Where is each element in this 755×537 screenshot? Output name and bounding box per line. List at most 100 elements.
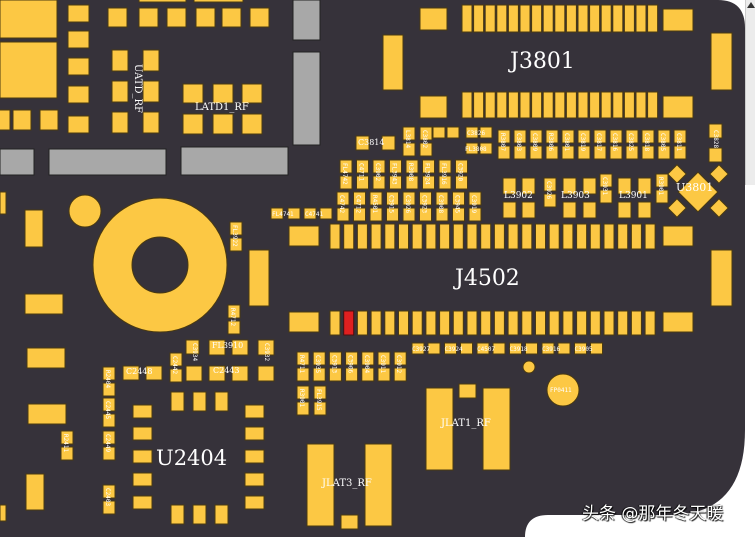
cap-pad[interactable] [402, 142, 416, 157]
pad[interactable] [221, 7, 242, 28]
pad[interactable] [67, 85, 90, 104]
j4502-pin[interactable] [466, 223, 478, 250]
cap-pad[interactable] [60, 430, 74, 445]
j3801-pin[interactable] [519, 91, 531, 119]
keepout[interactable] [48, 148, 167, 176]
pad[interactable] [708, 123, 723, 139]
j4502-pin[interactable] [398, 223, 409, 250]
cap-pad[interactable] [545, 129, 559, 144]
u2404-pad[interactable] [244, 449, 265, 464]
cap-pad[interactable] [577, 145, 591, 160]
pad[interactable] [509, 342, 522, 355]
inductor-pad[interactable] [617, 177, 632, 195]
cap-pad[interactable] [372, 175, 386, 190]
scroll-up-arrow-icon[interactable] [747, 2, 755, 8]
j3801-pin[interactable] [565, 4, 577, 33]
cap-pad[interactable] [389, 175, 402, 190]
pad[interactable] [195, 7, 216, 28]
cap-pad[interactable] [529, 129, 543, 144]
j3801-pin[interactable] [623, 4, 635, 33]
j4502-pin[interactable] [356, 310, 368, 336]
cap-pad[interactable] [497, 145, 511, 160]
j4502-pin[interactable] [384, 223, 396, 250]
j3801-pin[interactable] [484, 4, 496, 33]
u3801-pad[interactable] [667, 164, 687, 184]
cap-pad[interactable] [361, 367, 375, 382]
u3801-pad[interactable] [709, 164, 729, 184]
cap-pad[interactable] [479, 142, 493, 155]
pad[interactable] [12, 109, 32, 131]
j3801-pin[interactable] [612, 91, 624, 119]
pad[interactable] [0, 0, 58, 39]
cap-pad[interactable] [102, 397, 116, 412]
cap-pad[interactable] [513, 129, 527, 144]
pad[interactable] [67, 30, 90, 49]
cap-pad[interactable] [353, 207, 366, 222]
pad[interactable] [541, 342, 555, 355]
j3801-pin[interactable] [577, 91, 589, 119]
j3801-pin[interactable] [542, 4, 554, 33]
pad[interactable] [39, 109, 59, 131]
u2404-pad[interactable] [132, 426, 153, 441]
cap-pad[interactable] [543, 193, 557, 208]
keepout[interactable] [0, 148, 35, 176]
inductor-pad[interactable] [637, 201, 652, 219]
pad[interactable] [287, 207, 301, 220]
cap-pad[interactable] [369, 207, 383, 222]
cap-pad[interactable] [465, 126, 479, 139]
j4502-pin[interactable] [452, 310, 464, 336]
cap-pad[interactable] [452, 191, 465, 206]
pad[interactable] [590, 342, 603, 355]
j4502-pin[interactable] [589, 310, 601, 336]
u2404-pad[interactable] [244, 472, 265, 487]
cap-pad[interactable] [455, 175, 468, 190]
cap-pad[interactable] [312, 351, 326, 366]
cap-pad[interactable] [655, 173, 669, 188]
pad[interactable] [0, 504, 7, 522]
j4502-pin[interactable] [603, 310, 615, 336]
cap-pad[interactable] [422, 175, 435, 190]
u2404-pad[interactable] [170, 391, 185, 412]
cap-pad[interactable] [419, 191, 432, 206]
j4502-pin[interactable] [562, 223, 574, 250]
cap-pad[interactable] [102, 500, 116, 515]
j4502-pin[interactable] [535, 310, 546, 336]
pad[interactable] [111, 80, 129, 103]
pad[interactable] [142, 49, 160, 72]
cap-pad[interactable] [625, 129, 639, 144]
cap-pad[interactable] [419, 142, 433, 157]
cap-pad[interactable] [102, 430, 116, 445]
cap-pad[interactable] [227, 304, 241, 319]
u2404-pad[interactable] [244, 426, 265, 441]
pad[interactable] [142, 80, 160, 103]
j4502-pin[interactable] [425, 310, 437, 336]
u2404-pad[interactable] [132, 449, 153, 464]
j4502-pin[interactable] [576, 310, 588, 336]
cap-pad[interactable] [402, 207, 416, 222]
pad[interactable] [427, 342, 441, 355]
j4502-pin[interactable] [644, 310, 656, 336]
cap-pad[interactable] [513, 145, 527, 160]
pad[interactable] [710, 32, 733, 91]
cap-pad[interactable] [345, 351, 359, 366]
pad[interactable] [444, 342, 457, 355]
cap-pad[interactable] [336, 191, 350, 206]
cap-pad[interactable] [102, 413, 116, 428]
cap-pad[interactable] [432, 126, 446, 139]
j3801-pin[interactable] [461, 91, 473, 119]
j4502-pin[interactable] [589, 223, 601, 250]
pad[interactable] [24, 209, 44, 248]
j4502-pin[interactable] [398, 310, 409, 336]
jlat3-pad[interactable] [364, 443, 393, 527]
pad[interactable] [212, 113, 234, 135]
cap-pad[interactable] [561, 145, 575, 160]
u3801-body[interactable] [677, 171, 719, 213]
j4502-pin[interactable] [548, 223, 560, 250]
cap-pad[interactable] [599, 189, 613, 204]
j3801-pin[interactable] [531, 91, 543, 119]
cap-pad[interactable] [641, 129, 655, 144]
pad[interactable] [208, 365, 226, 382]
pad[interactable] [241, 83, 263, 104]
j3801-pin[interactable] [542, 91, 554, 119]
